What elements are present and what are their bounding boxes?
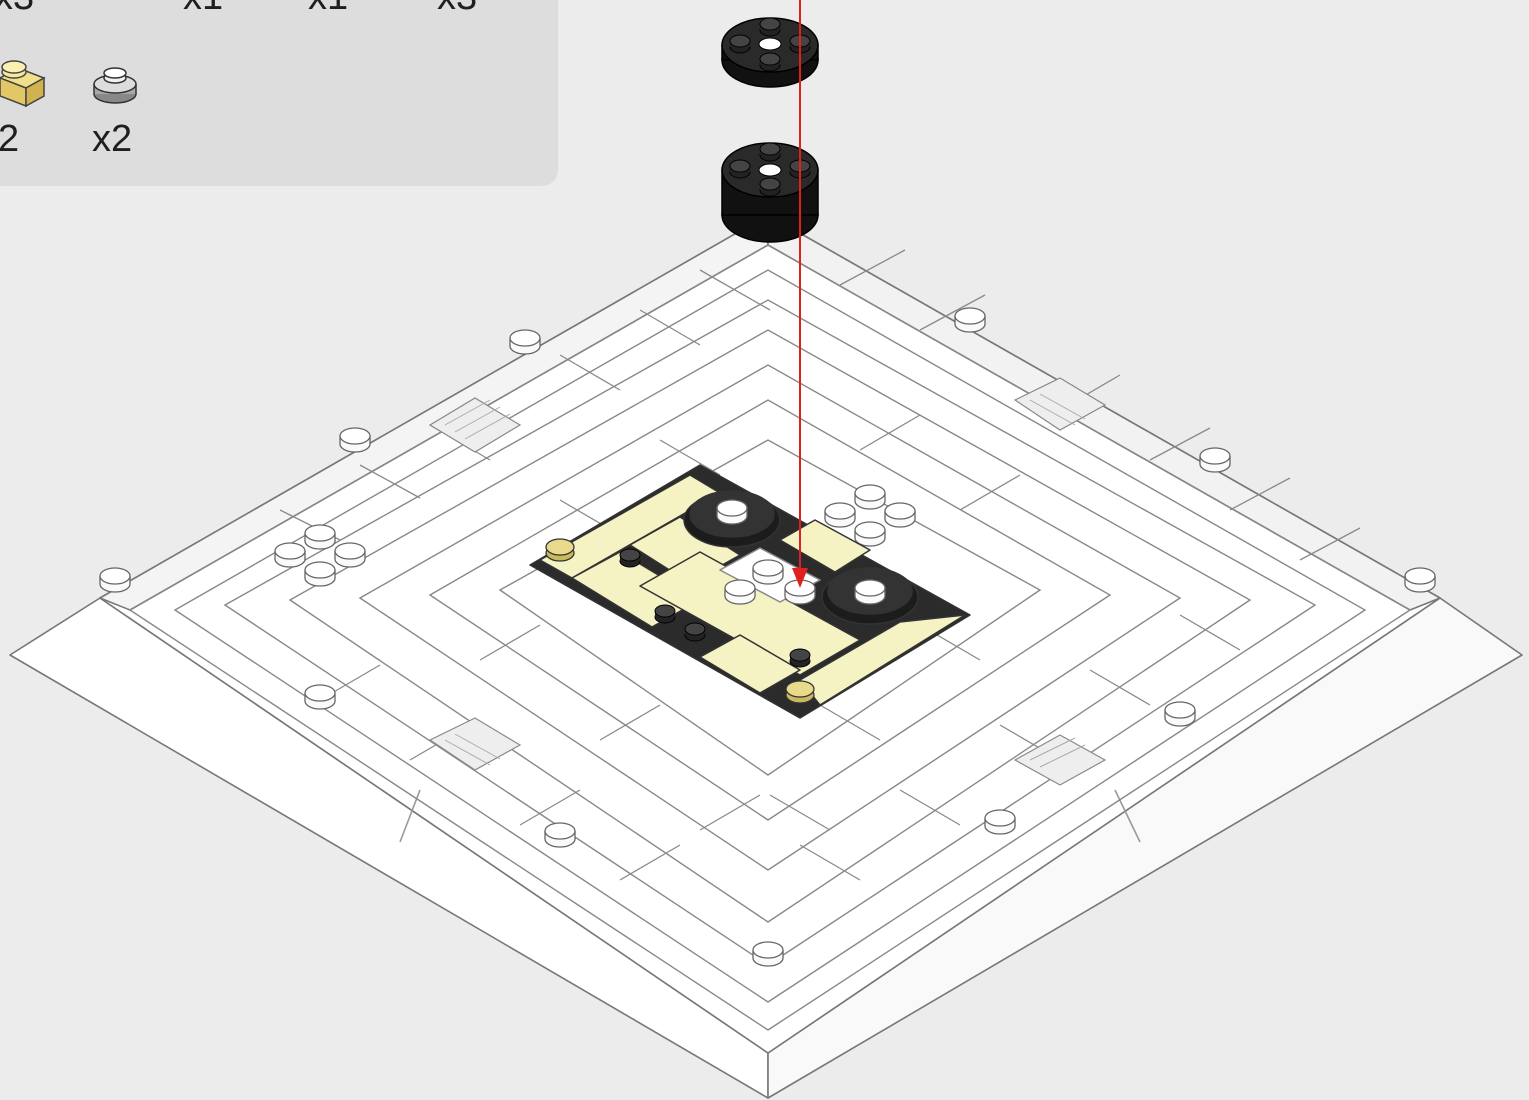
round-plate-1x1-icon <box>94 68 136 103</box>
tan-plate-1x1-icon <box>0 61 44 106</box>
